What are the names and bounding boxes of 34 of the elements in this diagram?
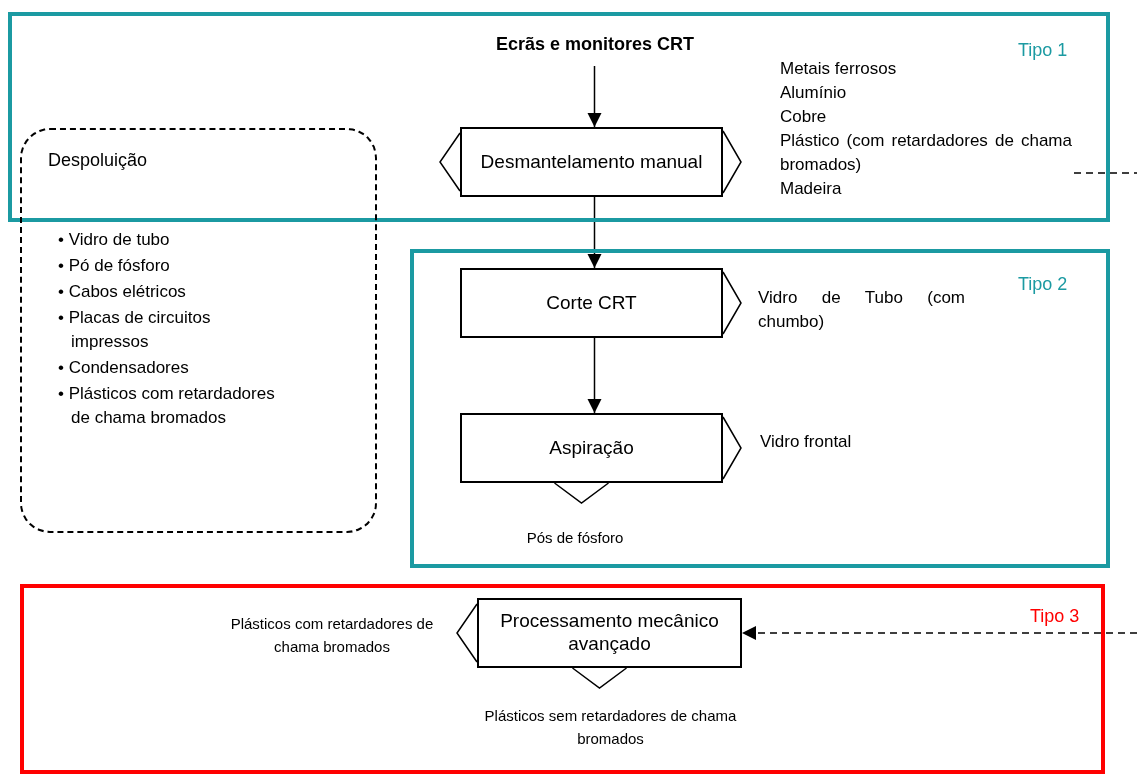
output-label: Pós de fósforo (525, 528, 625, 548)
connector-line (1073, 172, 1137, 174)
arrow (587, 196, 602, 269)
process-box: Aspiração (460, 413, 723, 483)
arrow (587, 65, 602, 128)
bullet-item: • Plásticos com retardadores de chama bromados (58, 383, 276, 429)
group-label: Tipo 1 (1018, 40, 1068, 61)
arrow (587, 337, 602, 414)
output-item: Metais ferrosos (780, 58, 898, 80)
output-item: Cobre (780, 106, 828, 128)
arrow (741, 626, 1137, 640)
group-label: Tipo 2 (1018, 274, 1068, 295)
source-label: Ecrãs e monitores CRT (470, 34, 720, 60)
group-frame (20, 584, 1105, 774)
output-label: Plásticos com retardadores de chama bromados (229, 614, 435, 657)
output-item: Plástico (com retardadores de chama bromados) (780, 130, 1072, 176)
process-box: Processamento mecânico avançado (477, 598, 742, 668)
bullet-item: • Vidro de tubo (58, 229, 171, 251)
group-frame (8, 12, 1110, 222)
output-label: Plásticos sem retardadores de chama bromados (483, 706, 738, 749)
bullet-item: • Condensadores (58, 357, 190, 379)
group-heading: Despoluição (48, 150, 148, 171)
bullet-item: • Pó de fósforo (58, 255, 171, 277)
bullet-item: • Placas de circuitos impressos (58, 307, 212, 353)
group-label: Tipo 3 (1030, 606, 1080, 627)
process-box: Corte CRT (460, 268, 723, 338)
bullet-item: • Cabos elétricos (58, 281, 187, 303)
output-item: Alumínio (780, 82, 848, 104)
dashed-group-box (20, 128, 377, 533)
output-label: Vidro frontal (760, 431, 853, 453)
output-item: Madeira (780, 178, 843, 200)
process-box: Desmantelamento manual (460, 127, 723, 197)
output-label: Vidro de Tubo (com chumbo) (758, 287, 965, 333)
group-frame (410, 249, 1110, 568)
